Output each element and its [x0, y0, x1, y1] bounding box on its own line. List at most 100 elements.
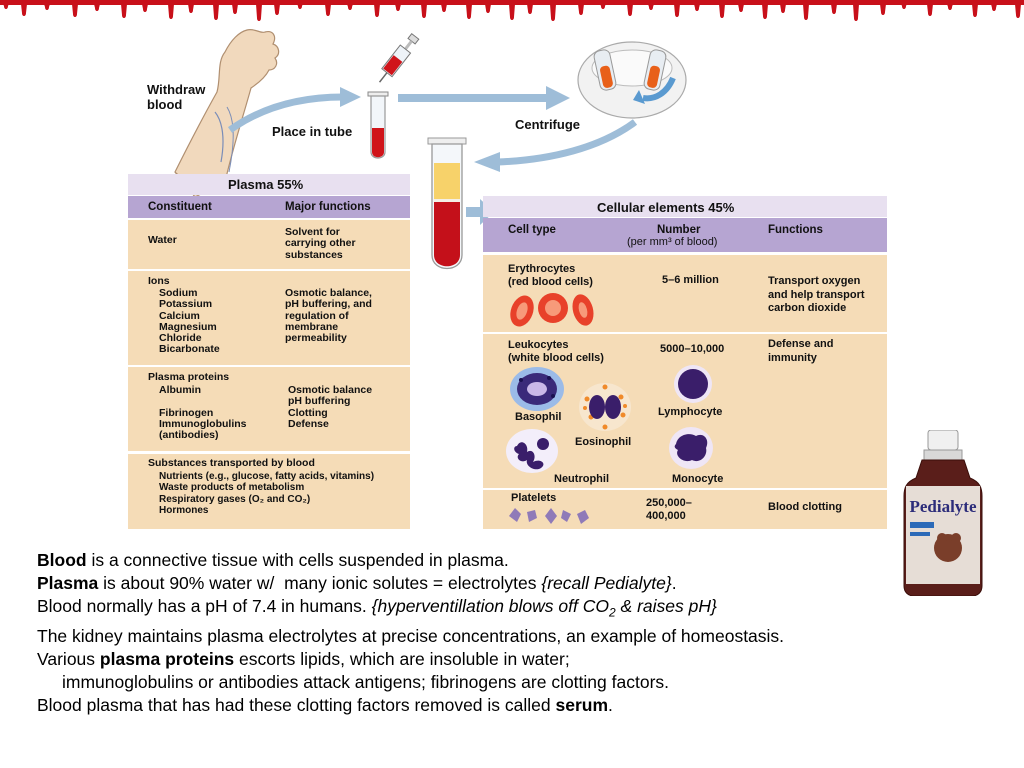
cellular-table: Cellular elements 45% Cell type Number (…	[483, 196, 887, 529]
blood-drip	[274, 4, 280, 15]
platelets-icon	[509, 508, 589, 524]
pedialyte-bottle-image: Pedialyte	[903, 430, 983, 596]
place-in-tube-label: Place in tube	[272, 124, 353, 139]
notes-line-3-pre: Blood normally has a pH of 7.4 in humans…	[37, 596, 372, 616]
blood-drip-border	[0, 0, 1024, 21]
notes-line-7: Blood plasma that has had these clotting…	[37, 694, 1022, 717]
plasma-row-transported-head: Substances transported by blood	[148, 457, 315, 469]
blood-drip	[509, 4, 515, 20]
neutrophil-icon	[506, 429, 558, 473]
blood-drip	[121, 4, 127, 18]
blood-drip	[803, 4, 809, 20]
blood-drip	[3, 4, 9, 9]
notes-line-3: Blood normally has a pH of 7.4 in humans…	[37, 595, 1022, 625]
neutrophil-label: Neutrophil	[554, 473, 609, 485]
blood-drip	[550, 4, 556, 21]
blood-drip	[466, 4, 472, 19]
cellular-row-erythrocytes-number: 5–6 million	[662, 274, 719, 286]
blood-drip	[947, 4, 953, 10]
plasma-row-proteins	[128, 367, 410, 451]
cellular-row-erythrocytes-type: Erythrocytes (red blood cells)	[508, 263, 593, 288]
notes-hyperventilation-b: & raises pH}	[615, 596, 717, 616]
blood-drip	[441, 4, 447, 12]
blood-drip	[421, 4, 427, 18]
blood-drip	[780, 4, 786, 13]
plasma-row-ions-items: Sodium Potassium Calcium Magnesium Chlor…	[159, 287, 220, 356]
blood-drip	[600, 4, 606, 9]
cellular-title-band	[483, 196, 887, 217]
monocyte-label: Monocyte	[672, 473, 724, 485]
separated-blood-tube	[427, 137, 467, 269]
cellular-title: Cellular elements 45%	[597, 200, 735, 215]
lymphocyte-icon	[674, 365, 712, 403]
plasma-row-transported	[128, 454, 410, 529]
plasma-row-water-head: Water	[148, 234, 177, 246]
notes-line-2: Plasma is about 90% water w/ many ionic …	[37, 572, 1022, 595]
notes-co2-subscript: 2	[608, 605, 616, 620]
cellular-row-platelets-type: Platelets	[511, 492, 557, 504]
blood-drip	[297, 4, 303, 9]
notes-line-6: immunoglobulins or antibodies attack ant…	[62, 671, 670, 692]
cellular-row-platelets-number: 250,000– 400,000	[646, 497, 692, 522]
notes-line-5: Various plasma proteins escorts lipids, …	[37, 648, 1022, 671]
cellular-header-band	[483, 218, 887, 252]
plasma-header-band	[128, 196, 410, 218]
blood-drip	[674, 4, 680, 17]
cellular-row-leukocytes-number: 5000–10,000	[660, 343, 725, 355]
notes-text: Blood is a connective tissue with cells …	[37, 549, 1022, 717]
blood-drip	[762, 4, 768, 19]
blood-drip	[831, 4, 837, 14]
blood-drip	[168, 4, 174, 19]
notes-recall-pedialyte: {recall Pedialyte}	[541, 573, 672, 593]
plasma-row-ions-head: Ions	[148, 275, 170, 287]
blood-drip	[142, 4, 148, 12]
plasma-row-ions	[128, 271, 410, 365]
lymphocyte-label: Lymphocyte	[658, 406, 723, 418]
blood-drip	[694, 4, 700, 11]
cellular-row-platelets-functions: Blood clotting	[768, 501, 842, 513]
eosinophil-icon	[579, 383, 631, 431]
cellular-row-leukocytes-functions: Defense and immunity	[768, 338, 834, 364]
blood-drip	[188, 4, 194, 13]
blood-drip	[347, 4, 353, 10]
blood-drip	[44, 4, 50, 10]
centrifuge-label: Centrifuge	[515, 117, 580, 132]
blood-drip	[485, 4, 491, 13]
cellular-col-number: Number	[657, 224, 701, 236]
notes-line-1: Blood is a connective tissue with cells …	[37, 549, 1022, 572]
notes-hyperventilation-a: {hyperventillation blows off CO	[371, 596, 609, 616]
notes-plasma-bold: Plasma	[37, 573, 99, 593]
plasma-row-water-functions: Solvent for carrying other substances	[285, 226, 356, 261]
notes-line-1-rest: is a connective tissue with cells suspen…	[86, 550, 509, 570]
plasma-title: Plasma 55%	[228, 177, 304, 192]
plasma-row-proteins-functions: Osmotic balance pH buffering Clotting De…	[288, 384, 373, 430]
notes-line-2-rest: is about 90% water w/ many ionic solutes…	[98, 573, 542, 593]
blood-drip	[395, 4, 401, 11]
blood-drip	[972, 4, 978, 17]
notes-line-4: The kidney maintains plasma electrolytes…	[37, 625, 785, 646]
cellular-row-leukocytes-type: Leukocytes (white blood cells)	[508, 339, 604, 364]
notes-line-5-rest: escorts lipids, which are insoluble in w…	[234, 648, 570, 669]
blood-drip	[901, 4, 907, 9]
blood-drip	[325, 4, 331, 16]
blood-drip	[738, 4, 744, 12]
arrow-to-separated-tube	[474, 119, 638, 172]
blood-drip	[374, 4, 380, 17]
blood-drip	[853, 4, 859, 21]
notes-line-7-pre: Blood plasma that has had these clotting…	[37, 694, 556, 715]
plasma-row-proteins-head: Plasma proteins	[148, 371, 230, 383]
blood-drip	[232, 4, 238, 14]
blood-drip	[578, 4, 584, 15]
cellular-row-erythrocytes-functions: Transport oxygen and help transport carb…	[768, 275, 865, 314]
plasma-col-constituent: Constituent	[148, 201, 212, 213]
notes-line-5-pre: Various	[37, 648, 100, 669]
plasma-row-proteins-items: Albumin Fibrinogen Immunoglobulins (anti…	[159, 384, 247, 442]
plasma-title-band	[128, 174, 410, 195]
notes-line-2-end: .	[671, 573, 677, 593]
plasma-row-water	[128, 220, 410, 269]
notes-blood-bold: Blood	[37, 550, 87, 570]
centrifuge-icon	[577, 41, 687, 119]
blood-drip	[627, 4, 633, 16]
blood-drip	[991, 4, 997, 11]
notes-line-7-end: .	[608, 694, 613, 715]
